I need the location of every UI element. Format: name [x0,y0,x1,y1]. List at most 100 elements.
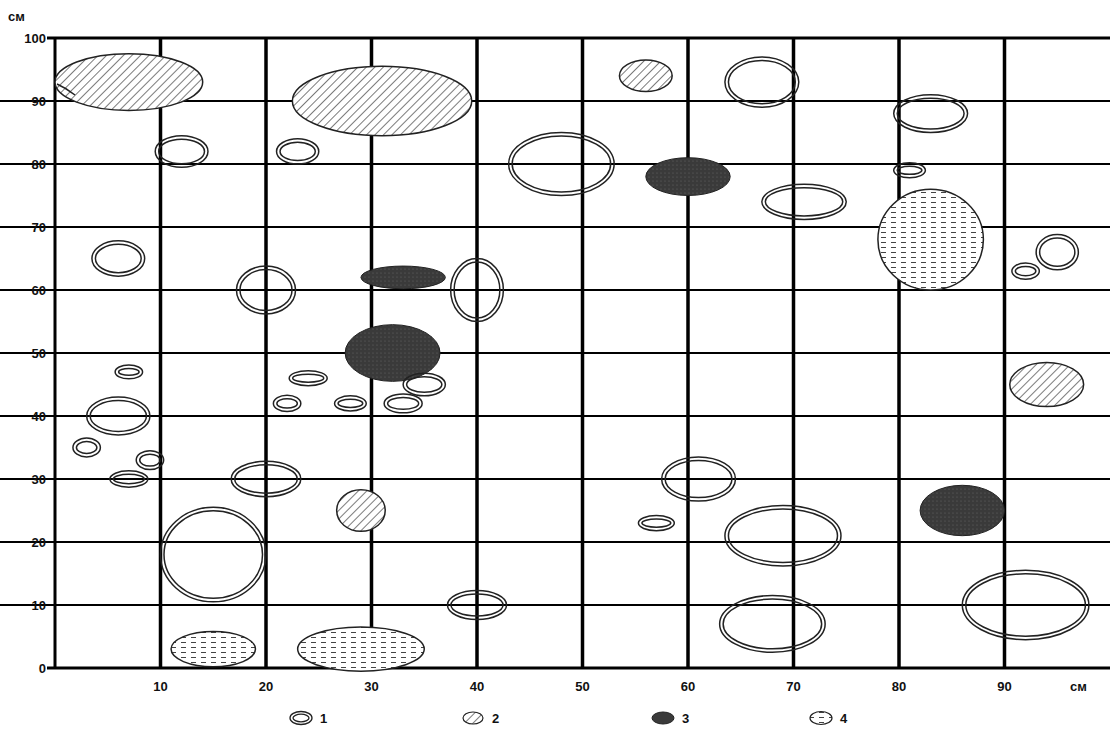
axis-value: 90 [997,680,1011,693]
sapropel-spot [298,627,425,671]
legend-swatch [460,710,486,726]
grid-line [0,478,1110,480]
double-outline-spot [235,465,298,493]
double-outline-spot [92,241,145,276]
legend-swatch [288,710,314,726]
double-outline-spot [240,270,292,311]
unit-label: см [1070,680,1087,693]
axis-value: 10 [153,680,167,693]
axis-value: 80 [32,158,46,171]
double-outline-spot [765,188,842,216]
double-outline-spot [720,596,826,653]
legend-swatch [652,712,674,724]
sapropel-spot [171,631,255,666]
double-outline-spot [161,507,267,602]
double-outline-spot [665,460,732,497]
double-outline-spot [231,461,301,496]
axis-tick [48,667,55,669]
double-outline-spot [728,509,837,562]
double-outline-spot [155,136,208,168]
axis-value: 10 [32,599,46,612]
double-outline-spot [335,396,367,411]
axis-value: 80 [892,680,906,693]
axis-tick [48,37,55,39]
hatched-spot [619,60,672,92]
double-outline-spot [338,399,363,407]
axis-tick [48,604,55,606]
axis-tick [48,415,55,417]
axis-tick [48,352,55,354]
double-outline-spot [897,98,964,129]
legend-text: 3 [682,712,689,725]
double-outline-spot [280,142,315,160]
double-outline-spot [293,374,324,382]
double-outline-spot [454,262,500,318]
double-outline-spot [1015,266,1035,275]
axis-value: 60 [681,680,695,693]
double-outline-spot [642,519,671,527]
axis-tick [48,100,55,102]
grid-line [264,38,268,668]
legend-swatch [810,712,832,725]
axis-tick [48,478,55,480]
grid-line [159,38,163,668]
double-outline-spot [119,368,139,375]
grid-line [0,604,1110,606]
grid-line [0,352,1110,354]
double-outline-spot [894,163,926,178]
axis-tick [48,226,55,228]
legend-swatch [290,712,312,725]
double-outline-spot [140,454,160,466]
double-outline-spot [388,397,419,409]
dark-spot [361,266,445,289]
double-outline-spot [115,365,142,379]
axis-value: 90 [32,95,46,108]
double-outline-spot [509,133,615,196]
double-outline-spot [87,397,150,435]
axis-value: 50 [32,347,46,360]
double-outline-spot [451,594,503,616]
double-outline-spot [136,451,163,470]
grid-line [686,38,690,668]
dark-spot [646,158,730,196]
legend-swatch [808,710,834,726]
double-outline-spot [1012,263,1039,279]
double-outline-spot [164,511,263,599]
double-outline-spot [662,457,736,501]
hatched-spot [1010,362,1084,406]
double-outline-spot [1040,238,1075,266]
hatched-spot [55,54,203,111]
axis-value: 70 [786,680,800,693]
legend-text: 4 [840,712,847,725]
axis-value: 0 [39,662,46,675]
double-outline-spot [384,394,422,413]
axis-value: 20 [259,680,273,693]
legend-text: 1 [320,712,327,725]
double-outline-spot [447,591,506,620]
axis-tick [48,541,55,543]
double-outline-spot [403,373,445,396]
axis-value: 100 [24,32,46,45]
double-outline-spot [638,516,674,531]
double-outline-spot [273,395,300,411]
axis-value: 20 [32,536,46,549]
double-outline-spot [451,259,504,322]
axis-tick [48,289,55,291]
double-outline-spot [90,401,146,432]
grid-line [475,38,479,668]
double-outline-spot [76,442,96,454]
double-outline-spot [277,399,297,408]
sapropel-spot [878,189,984,290]
axis-value: 70 [32,221,46,234]
dark-spot [920,485,1004,535]
double-outline-spot [73,438,100,457]
double-outline-spot [723,599,822,649]
double-outline-spot [236,266,295,314]
double-outline-spot [113,474,144,483]
double-outline-spot [962,570,1089,639]
legend-swatch [650,710,676,726]
double-outline-spot [1036,235,1078,270]
double-outline-spot [407,377,442,393]
